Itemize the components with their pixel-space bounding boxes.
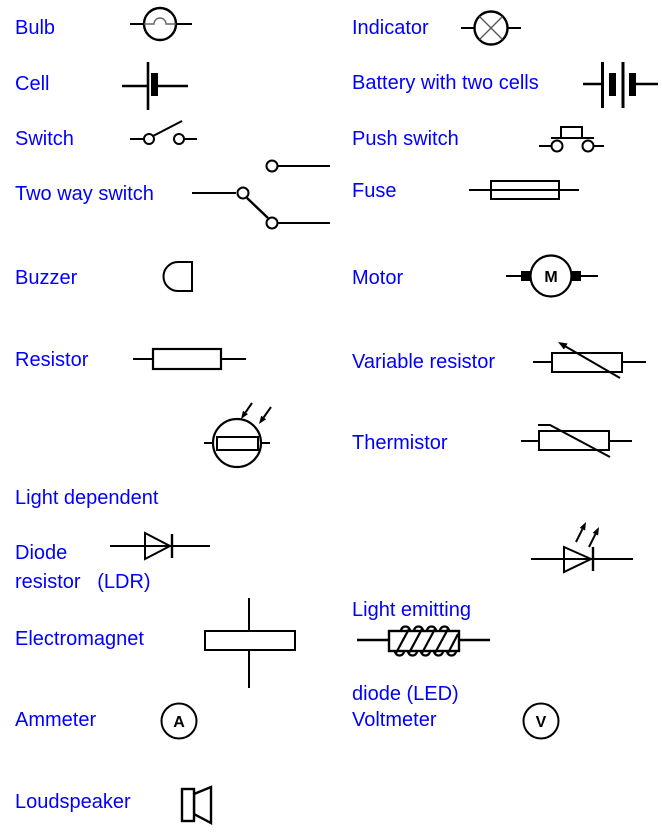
motor-symbol-icon: M bbox=[506, 254, 598, 298]
ammeter-label: Ammeter bbox=[15, 709, 97, 731]
buzzer-symbol-icon bbox=[162, 261, 193, 292]
resistor-symbol-icon bbox=[133, 347, 246, 371]
loudspeaker-label: Loudspeaker bbox=[15, 791, 131, 813]
bulb-symbol-icon bbox=[130, 6, 192, 42]
two-way-switch-label: Two way switch bbox=[15, 183, 154, 205]
led-label-line1: Light emitting bbox=[352, 599, 471, 621]
bulb-label: Bulb bbox=[15, 17, 56, 39]
cell-label: Cell bbox=[15, 73, 50, 95]
diode-label: Diode bbox=[15, 542, 68, 564]
push-switch-symbol-icon bbox=[539, 126, 604, 153]
indicator-symbol-icon bbox=[461, 10, 521, 46]
ldr-label-line1: Light dependent bbox=[15, 487, 159, 509]
thermistor-symbol-icon bbox=[521, 424, 632, 458]
switch-label: Switch bbox=[15, 128, 74, 150]
electromagnet-label: Electromagnet bbox=[15, 628, 144, 650]
fuse-label: Fuse bbox=[352, 180, 397, 202]
electromagnet-coil-symbol-icon bbox=[357, 625, 490, 657]
switch-symbol-icon bbox=[130, 120, 197, 145]
battery-symbol-icon bbox=[583, 62, 658, 108]
led-label-line2: diode (LED) bbox=[352, 683, 459, 705]
voltmeter-letter: V bbox=[536, 714, 547, 731]
buzzer-label: Buzzer bbox=[15, 267, 78, 289]
motor-letter: M bbox=[544, 269, 557, 286]
led-label: Light emitting diode (LED) bbox=[352, 540, 471, 764]
ldr-symbol-icon bbox=[204, 402, 272, 469]
electromagnet-core-symbol-icon bbox=[204, 598, 296, 688]
push-switch-label: Push switch bbox=[352, 128, 459, 150]
ammeter-letter: A bbox=[173, 714, 185, 731]
led-symbol-icon bbox=[531, 522, 633, 574]
diode-symbol-icon bbox=[110, 531, 210, 561]
motor-label: Motor bbox=[352, 267, 404, 289]
ldr-label-line2: resistor (LDR) bbox=[15, 571, 151, 593]
thermistor-label: Thermistor bbox=[352, 432, 448, 454]
cell-symbol-icon bbox=[122, 62, 188, 110]
variable-resistor-symbol-icon bbox=[533, 342, 646, 379]
battery-label: Battery with two cells bbox=[352, 72, 539, 94]
voltmeter-label: Voltmeter bbox=[352, 709, 437, 731]
fuse-symbol-icon bbox=[469, 180, 579, 200]
voltmeter-symbol-icon: V bbox=[522, 702, 560, 740]
resistor-label: Resistor bbox=[15, 349, 89, 371]
ldr-label: Light dependent resistor (LDR) bbox=[15, 428, 158, 652]
two-way-switch-symbol-icon bbox=[192, 159, 330, 230]
variable-resistor-label: Variable resistor bbox=[352, 351, 496, 373]
loudspeaker-symbol-icon bbox=[180, 785, 213, 825]
ammeter-symbol-icon: A bbox=[160, 702, 198, 740]
indicator-label: Indicator bbox=[352, 17, 429, 39]
